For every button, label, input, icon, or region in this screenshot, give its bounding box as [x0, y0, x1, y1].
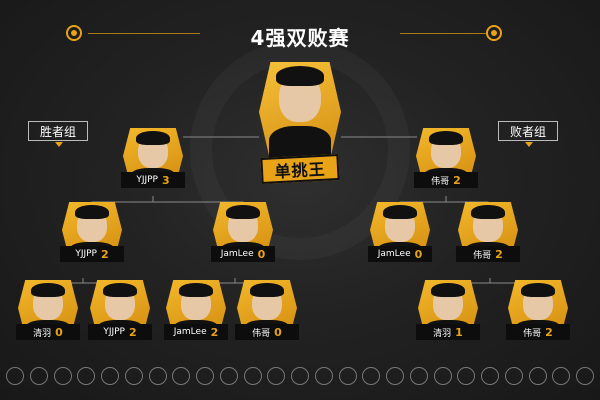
- player-name: 伟哥: [252, 328, 271, 339]
- player-score: 2: [210, 325, 219, 339]
- hero-icon-bar: [0, 361, 600, 391]
- hero-icon-10: [219, 367, 238, 385]
- player-nameplate: JamLee 2: [164, 324, 228, 340]
- player-score: 2: [101, 247, 109, 261]
- player-name: YJJPP: [136, 175, 158, 185]
- champion-label: 单挑王: [274, 159, 327, 182]
- player-name: YJJPP: [103, 327, 125, 337]
- player-score: 0: [274, 325, 282, 339]
- player-card[interactable]: JamLee 2: [164, 280, 228, 342]
- player-card[interactable]: YJJPP 2: [60, 202, 124, 264]
- hero-icon-20: [457, 367, 476, 385]
- page-title: 4强双败赛: [250, 26, 350, 50]
- player-name: 伟哥: [431, 176, 450, 187]
- player-nameplate: JamLee 0: [211, 246, 275, 262]
- player-card[interactable]: 清羽 0: [16, 280, 80, 342]
- player-nameplate: YJJPP 2: [88, 324, 152, 340]
- player-card[interactable]: 清羽 1: [416, 280, 480, 342]
- player-nameplate: 伟哥 2: [506, 324, 570, 340]
- hero-icon-9: [196, 367, 214, 385]
- hero-icon-25: [576, 367, 594, 385]
- losers-bracket-label: 败者组: [498, 121, 558, 147]
- player-name: 清羽: [33, 328, 52, 339]
- player-score: 0: [257, 247, 266, 261]
- player-nameplate: YJJPP 2: [60, 246, 124, 262]
- player-name: 伟哥: [473, 250, 492, 261]
- hero-icon-3: [53, 367, 72, 385]
- hero-icon-18: [409, 367, 428, 385]
- player-card[interactable]: JamLee 0: [211, 202, 275, 264]
- hero-icon-12: [267, 367, 286, 385]
- player-hair: [179, 283, 213, 297]
- player-score: 2: [129, 325, 137, 339]
- hero-icon-21: [481, 367, 499, 385]
- player-score: 3: [162, 173, 170, 187]
- hero-icon-15: [338, 367, 357, 385]
- hero-icon-22: [504, 367, 523, 385]
- player-card[interactable]: YJJPP 3: [121, 128, 185, 190]
- player-name: 伟哥: [523, 328, 542, 339]
- player-name: JamLee: [173, 327, 207, 337]
- player-hair: [75, 205, 109, 219]
- player-nameplate: 清羽 1: [416, 324, 480, 340]
- hero-icon-5: [101, 367, 119, 385]
- player-hair: [103, 283, 137, 297]
- hero-icon-24: [552, 367, 571, 385]
- title-divider-left: [88, 33, 200, 34]
- player-hair: [31, 283, 65, 297]
- hero-icon-1: [6, 367, 24, 385]
- winners-bracket-label: 胜者组: [28, 121, 88, 147]
- player-score: 2: [453, 173, 461, 187]
- hero-icon-4: [77, 367, 96, 385]
- hero-icon-2: [29, 367, 48, 385]
- player-name: JamLee: [377, 249, 411, 259]
- hero-icon-13: [291, 367, 309, 385]
- title-divider-right: [400, 33, 488, 34]
- hero-icon-6: [124, 367, 143, 385]
- hero-icon-14: [314, 367, 333, 385]
- player-card[interactable]: 伟哥 2: [414, 128, 478, 190]
- player-card[interactable]: 伟哥 2: [506, 280, 570, 342]
- champion-plate: 单挑王: [260, 153, 340, 185]
- player-nameplate: 伟哥 0: [235, 324, 299, 340]
- player-card[interactable]: YJJPP 2: [88, 280, 152, 342]
- player-hair: [471, 205, 505, 219]
- hero-icon-17: [386, 367, 404, 385]
- emblem-icon: [66, 25, 82, 41]
- player-nameplate: YJJPP 3: [121, 172, 185, 188]
- hero-icon-7: [148, 367, 167, 385]
- player-nameplate: JamLee 0: [368, 246, 432, 262]
- player-nameplate: 伟哥 2: [414, 172, 478, 188]
- player-hair: [521, 283, 555, 297]
- player-nameplate: 伟哥 2: [456, 246, 520, 262]
- player-name: JamLee: [220, 249, 254, 259]
- player-score: 0: [55, 325, 63, 339]
- player-nameplate: 清羽 0: [16, 324, 80, 340]
- player-score: 2: [495, 247, 503, 261]
- hero-icon-16: [362, 367, 381, 385]
- player-score: 2: [545, 325, 553, 339]
- champion-card[interactable]: 单挑王: [259, 62, 341, 190]
- player-hair: [136, 131, 170, 145]
- player-card[interactable]: 伟哥 0: [235, 280, 299, 342]
- champion-portrait-hair: [276, 66, 324, 86]
- player-score: 0: [414, 247, 423, 261]
- player-name: YJJPP: [75, 249, 97, 259]
- hero-icon-19: [433, 367, 452, 385]
- emblem-icon: [486, 25, 502, 41]
- player-hair: [383, 205, 417, 219]
- player-hair: [429, 131, 463, 145]
- player-name: 清羽: [433, 328, 452, 339]
- hero-icon-8: [172, 367, 191, 385]
- hero-icon-23: [528, 367, 547, 385]
- player-hair: [226, 205, 260, 219]
- player-hair: [431, 283, 465, 297]
- player-card[interactable]: 伟哥 2: [456, 202, 520, 264]
- player-card[interactable]: JamLee 0: [368, 202, 432, 264]
- player-hair: [250, 283, 284, 297]
- player-score: 1: [455, 325, 463, 339]
- hero-icon-11: [243, 367, 262, 385]
